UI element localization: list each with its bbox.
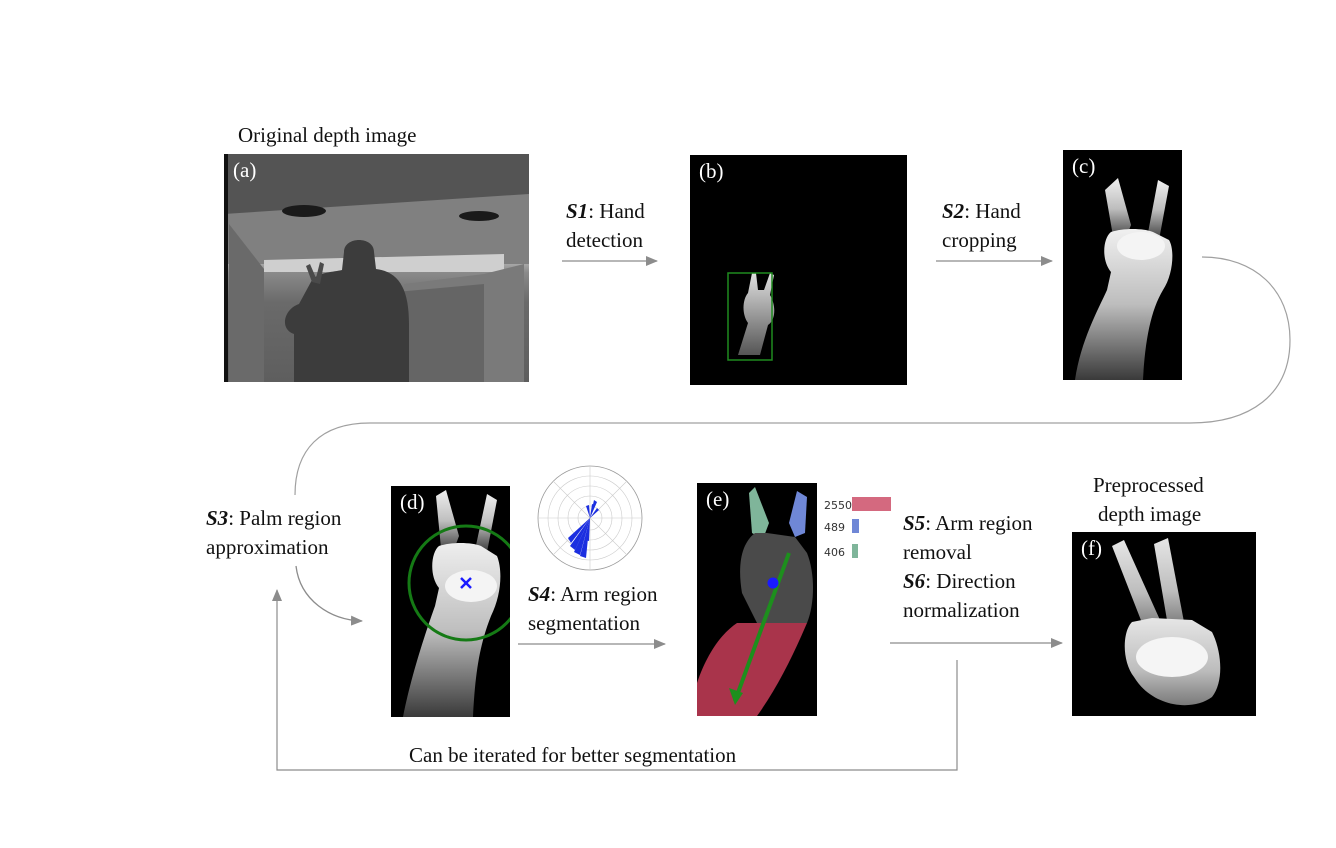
- step-s2-code: S2: [942, 199, 965, 223]
- cluster-value-0: 2550: [824, 499, 852, 512]
- step-s4-label: S4: Arm region: [528, 580, 658, 609]
- connector-c-to-s3: [294, 256, 1291, 496]
- step-s2-label: S2: Hand: [942, 197, 1021, 226]
- step-s4-text: : Arm region: [550, 582, 658, 606]
- step-s5-label: S5: Arm region: [903, 509, 1033, 538]
- panel-b-label: (b): [699, 159, 724, 183]
- step-s1-label: S1: Hand: [566, 197, 645, 226]
- panel-f-label: (f): [1081, 536, 1102, 560]
- palm-region-graphic: [403, 490, 510, 717]
- cluster-value-2: 406: [824, 546, 845, 559]
- step-s3-line2: approximation: [206, 535, 329, 559]
- panel-e-label: (e): [706, 487, 730, 511]
- scene-depth-graphic: [224, 154, 529, 382]
- iteration-loop: [272, 589, 958, 771]
- palm-center-marker: [460, 577, 472, 589]
- panel-b-hand-detection: (b): [690, 155, 907, 385]
- panel-e-arm-segmentation: (e): [697, 483, 817, 716]
- panel-a-label: (a): [233, 158, 257, 182]
- cluster-value-1: 489: [824, 521, 845, 534]
- cluster-bar-2: [852, 544, 858, 558]
- step-s6-code: S6: [903, 569, 926, 593]
- step-s4-code: S4: [528, 582, 551, 606]
- step-s6-line2: normalization: [903, 598, 1020, 622]
- step-s1-line2: detection: [566, 228, 643, 252]
- segmentation-graphic: [697, 487, 813, 716]
- step-s3-label: S3: Palm region: [206, 504, 341, 533]
- normalized-hand-graphic: [1112, 538, 1221, 706]
- cropped-hand-graphic: [1075, 178, 1173, 380]
- panel-d-label: (d): [400, 490, 425, 514]
- hand-bounding-box: [727, 272, 773, 361]
- panel-f-preprocessed-depth: (f): [1072, 532, 1256, 716]
- step-s1-code: S1: [566, 199, 589, 223]
- preprocessed-heading-line1: Preprocessed: [1093, 473, 1204, 497]
- arrow-s3-to-d: [295, 565, 363, 626]
- cluster-bar-1: [852, 519, 859, 533]
- detected-hand-graphic: [727, 272, 775, 361]
- preprocessed-heading-line2: depth image: [1098, 502, 1202, 526]
- panel-c-label: (c): [1072, 154, 1096, 178]
- step-s3-text: : Palm region: [228, 506, 342, 530]
- step-s1-text: : Hand: [588, 199, 645, 223]
- cluster-bar-0: [852, 497, 891, 511]
- panel-c-cropped-hand: (c): [1063, 150, 1182, 380]
- step-s5-text: : Arm region: [925, 511, 1033, 535]
- step-s3-code: S3: [206, 506, 229, 530]
- iteration-note: Can be iterated for better segmentation: [409, 743, 737, 767]
- panel-d-palm-region: (d): [391, 486, 510, 717]
- orientation-bins: [568, 500, 599, 558]
- step-s2-line2: cropping: [942, 228, 1017, 252]
- step-s5-code: S5: [903, 511, 926, 535]
- palm-circle: [407, 524, 510, 642]
- panel-a-original-depth: (a): [224, 154, 529, 382]
- palm-center-dot: [767, 577, 779, 589]
- original-image-heading: Original depth image: [238, 123, 417, 147]
- step-s6-label: S6: Direction: [903, 567, 1016, 596]
- step-s2-text: : Hand: [964, 199, 1021, 223]
- step-s6-text: : Direction: [925, 569, 1016, 593]
- step-s4-line2: segmentation: [528, 611, 640, 635]
- step-s5-line2: removal: [903, 540, 972, 564]
- hand-direction-arrow: [733, 552, 791, 702]
